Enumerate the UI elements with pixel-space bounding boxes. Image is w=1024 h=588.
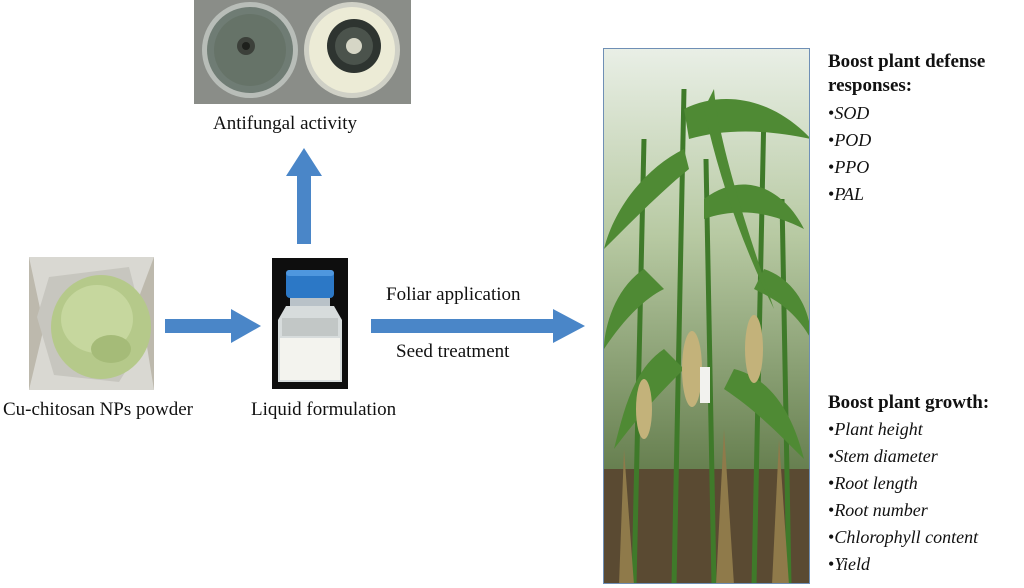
growth-item-label: Root length: [834, 473, 918, 493]
defense-item: •PPO: [828, 154, 985, 181]
defense-title-line1: Boost plant defense: [828, 51, 986, 72]
growth-item: •Root number: [828, 497, 989, 524]
liquid-label: Liquid formulation: [251, 399, 397, 420]
arrow-right-icon: [165, 309, 261, 343]
seed-label: Seed treatment: [396, 341, 510, 362]
growth-item-label: Stem diameter: [834, 446, 938, 466]
growth-section: Boost plant growth: •Plant height •Stem …: [828, 391, 989, 578]
growth-item-label: Root number: [834, 500, 928, 520]
bullet: •: [828, 419, 835, 439]
defense-title: Boost plant defense responses:: [828, 50, 985, 98]
arrow-up-icon: [286, 148, 322, 244]
arrow-right-long-icon: [371, 309, 585, 343]
defense-item: •PAL: [828, 181, 985, 208]
powder-photo: [29, 257, 154, 390]
bullet: •: [828, 554, 835, 574]
defense-item: •SOD: [828, 100, 985, 127]
bullet: •: [828, 157, 835, 177]
defense-title-line2: responses:: [828, 75, 913, 96]
defense-responses-section: Boost plant defense responses: •SOD •POD…: [828, 50, 985, 208]
bullet: •: [828, 103, 835, 123]
bullet: •: [828, 473, 835, 493]
bullet: •: [828, 527, 835, 547]
foliar-label: Foliar application: [386, 284, 521, 305]
defense-item: •POD: [828, 127, 985, 154]
antifungal-label: Antifungal activity: [213, 113, 358, 134]
growth-item-label: Yield: [834, 554, 870, 574]
bullet: •: [828, 184, 835, 204]
defense-item-label: POD: [834, 130, 872, 150]
growth-item: •Stem diameter: [828, 443, 989, 470]
growth-item: •Yield: [828, 551, 989, 578]
growth-item: •Plant height: [828, 416, 989, 443]
defense-item-label: PPO: [834, 157, 870, 177]
corn-field-photo: [603, 48, 810, 584]
bullet: •: [828, 446, 835, 466]
bottle-photo: [272, 258, 348, 389]
defense-item-label: PAL: [834, 184, 864, 204]
bullet: •: [828, 130, 835, 150]
defense-item-label: SOD: [834, 103, 870, 123]
growth-item: •Chlorophyll content: [828, 524, 989, 551]
powder-label: Cu-chitosan NPs powder: [3, 399, 193, 420]
bullet: •: [828, 500, 835, 520]
growth-item-label: Plant height: [834, 419, 923, 439]
growth-title: Boost plant growth:: [828, 392, 990, 413]
growth-item-label: Chlorophyll content: [834, 527, 979, 547]
growth-item: •Root length: [828, 470, 989, 497]
petri-dish-photo: [194, 0, 411, 104]
